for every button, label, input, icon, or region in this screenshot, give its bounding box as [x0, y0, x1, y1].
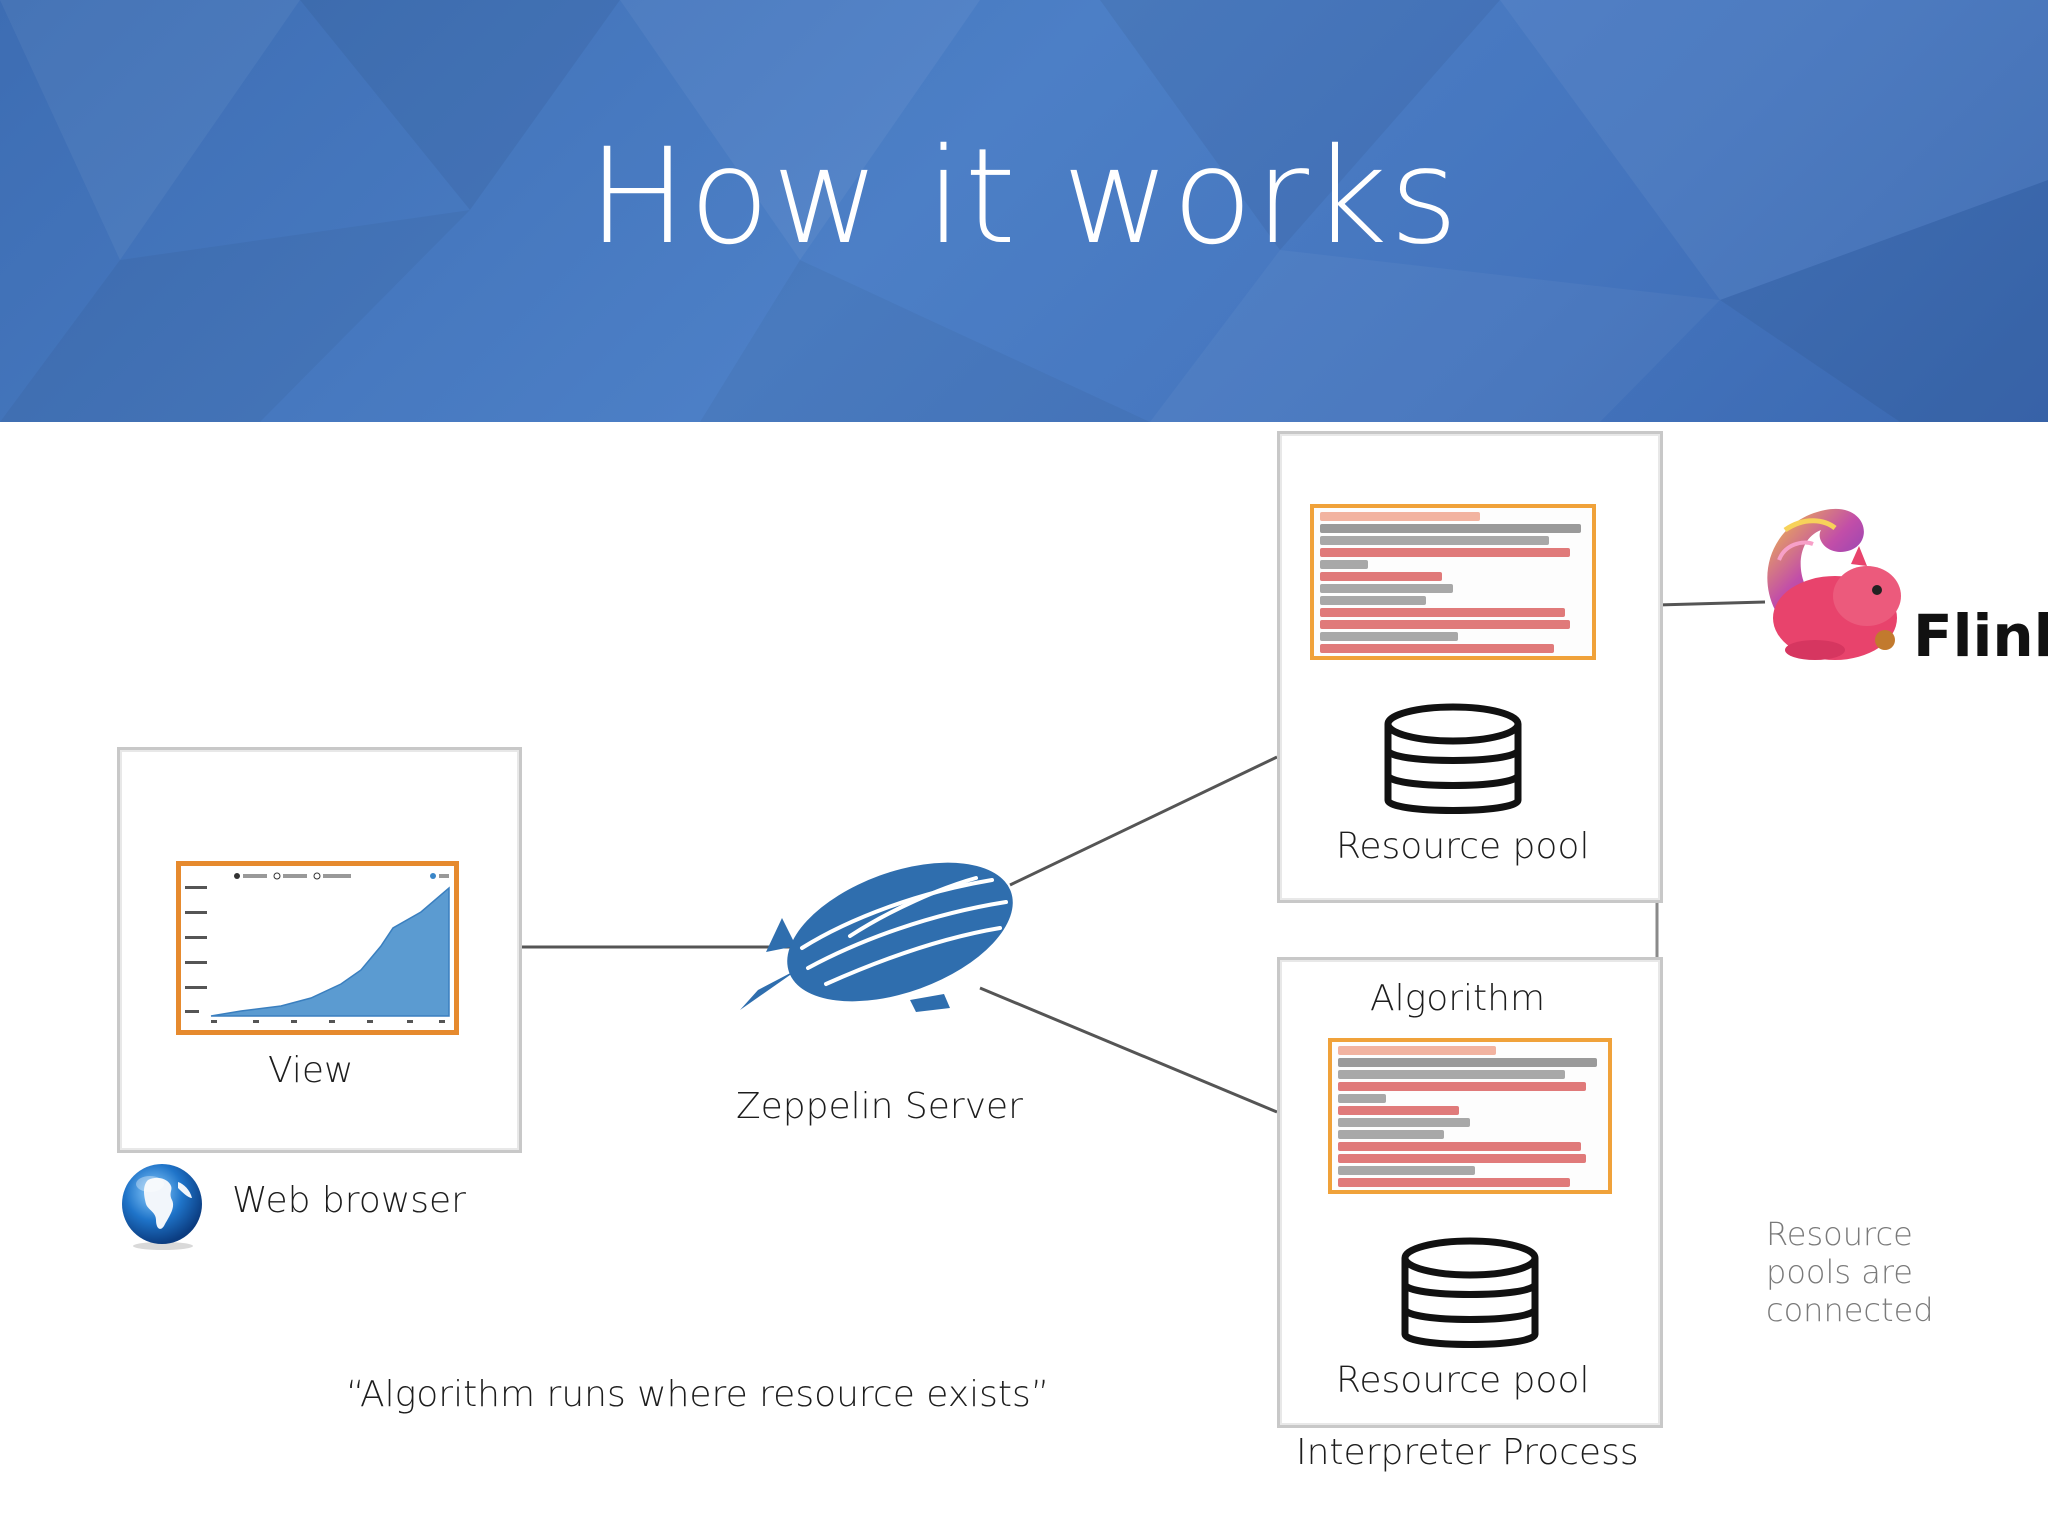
code-snippet-top [1310, 504, 1596, 660]
database-icon [1401, 1237, 1539, 1348]
interpreter-process-label: Interpreter Process [1296, 1432, 1639, 1473]
zeppelin-airship-icon [740, 862, 1013, 1012]
algorithm-label: Algorithm [1370, 978, 1546, 1019]
header-banner: How it works [0, 0, 2048, 422]
area-chart-thumbnail [185, 872, 450, 1023]
code-snippet-bottom [1328, 1038, 1612, 1194]
side-note: Resource pools are connected [1766, 1215, 1934, 1329]
web-browser-label: Web browser [232, 1180, 466, 1221]
flink-label: Flink [1913, 602, 2048, 670]
quote-text: “Algorithm runs where resource exists” [346, 1374, 1050, 1415]
slide-title: How it works [587, 120, 1461, 274]
flink-squirrel-logo [1767, 508, 1901, 660]
zeppelin-server-label: Zeppelin Server [736, 1086, 1023, 1127]
database-icon [1384, 703, 1522, 814]
resource-pool-bottom-label: Resource pool [1336, 1360, 1590, 1401]
globe-icon [122, 1164, 202, 1250]
resource-pool-top-label: Resource pool [1336, 826, 1590, 867]
view-label: View [268, 1050, 354, 1091]
header-facets [0, 0, 2048, 422]
view-chart-thumbnail [176, 861, 459, 1035]
